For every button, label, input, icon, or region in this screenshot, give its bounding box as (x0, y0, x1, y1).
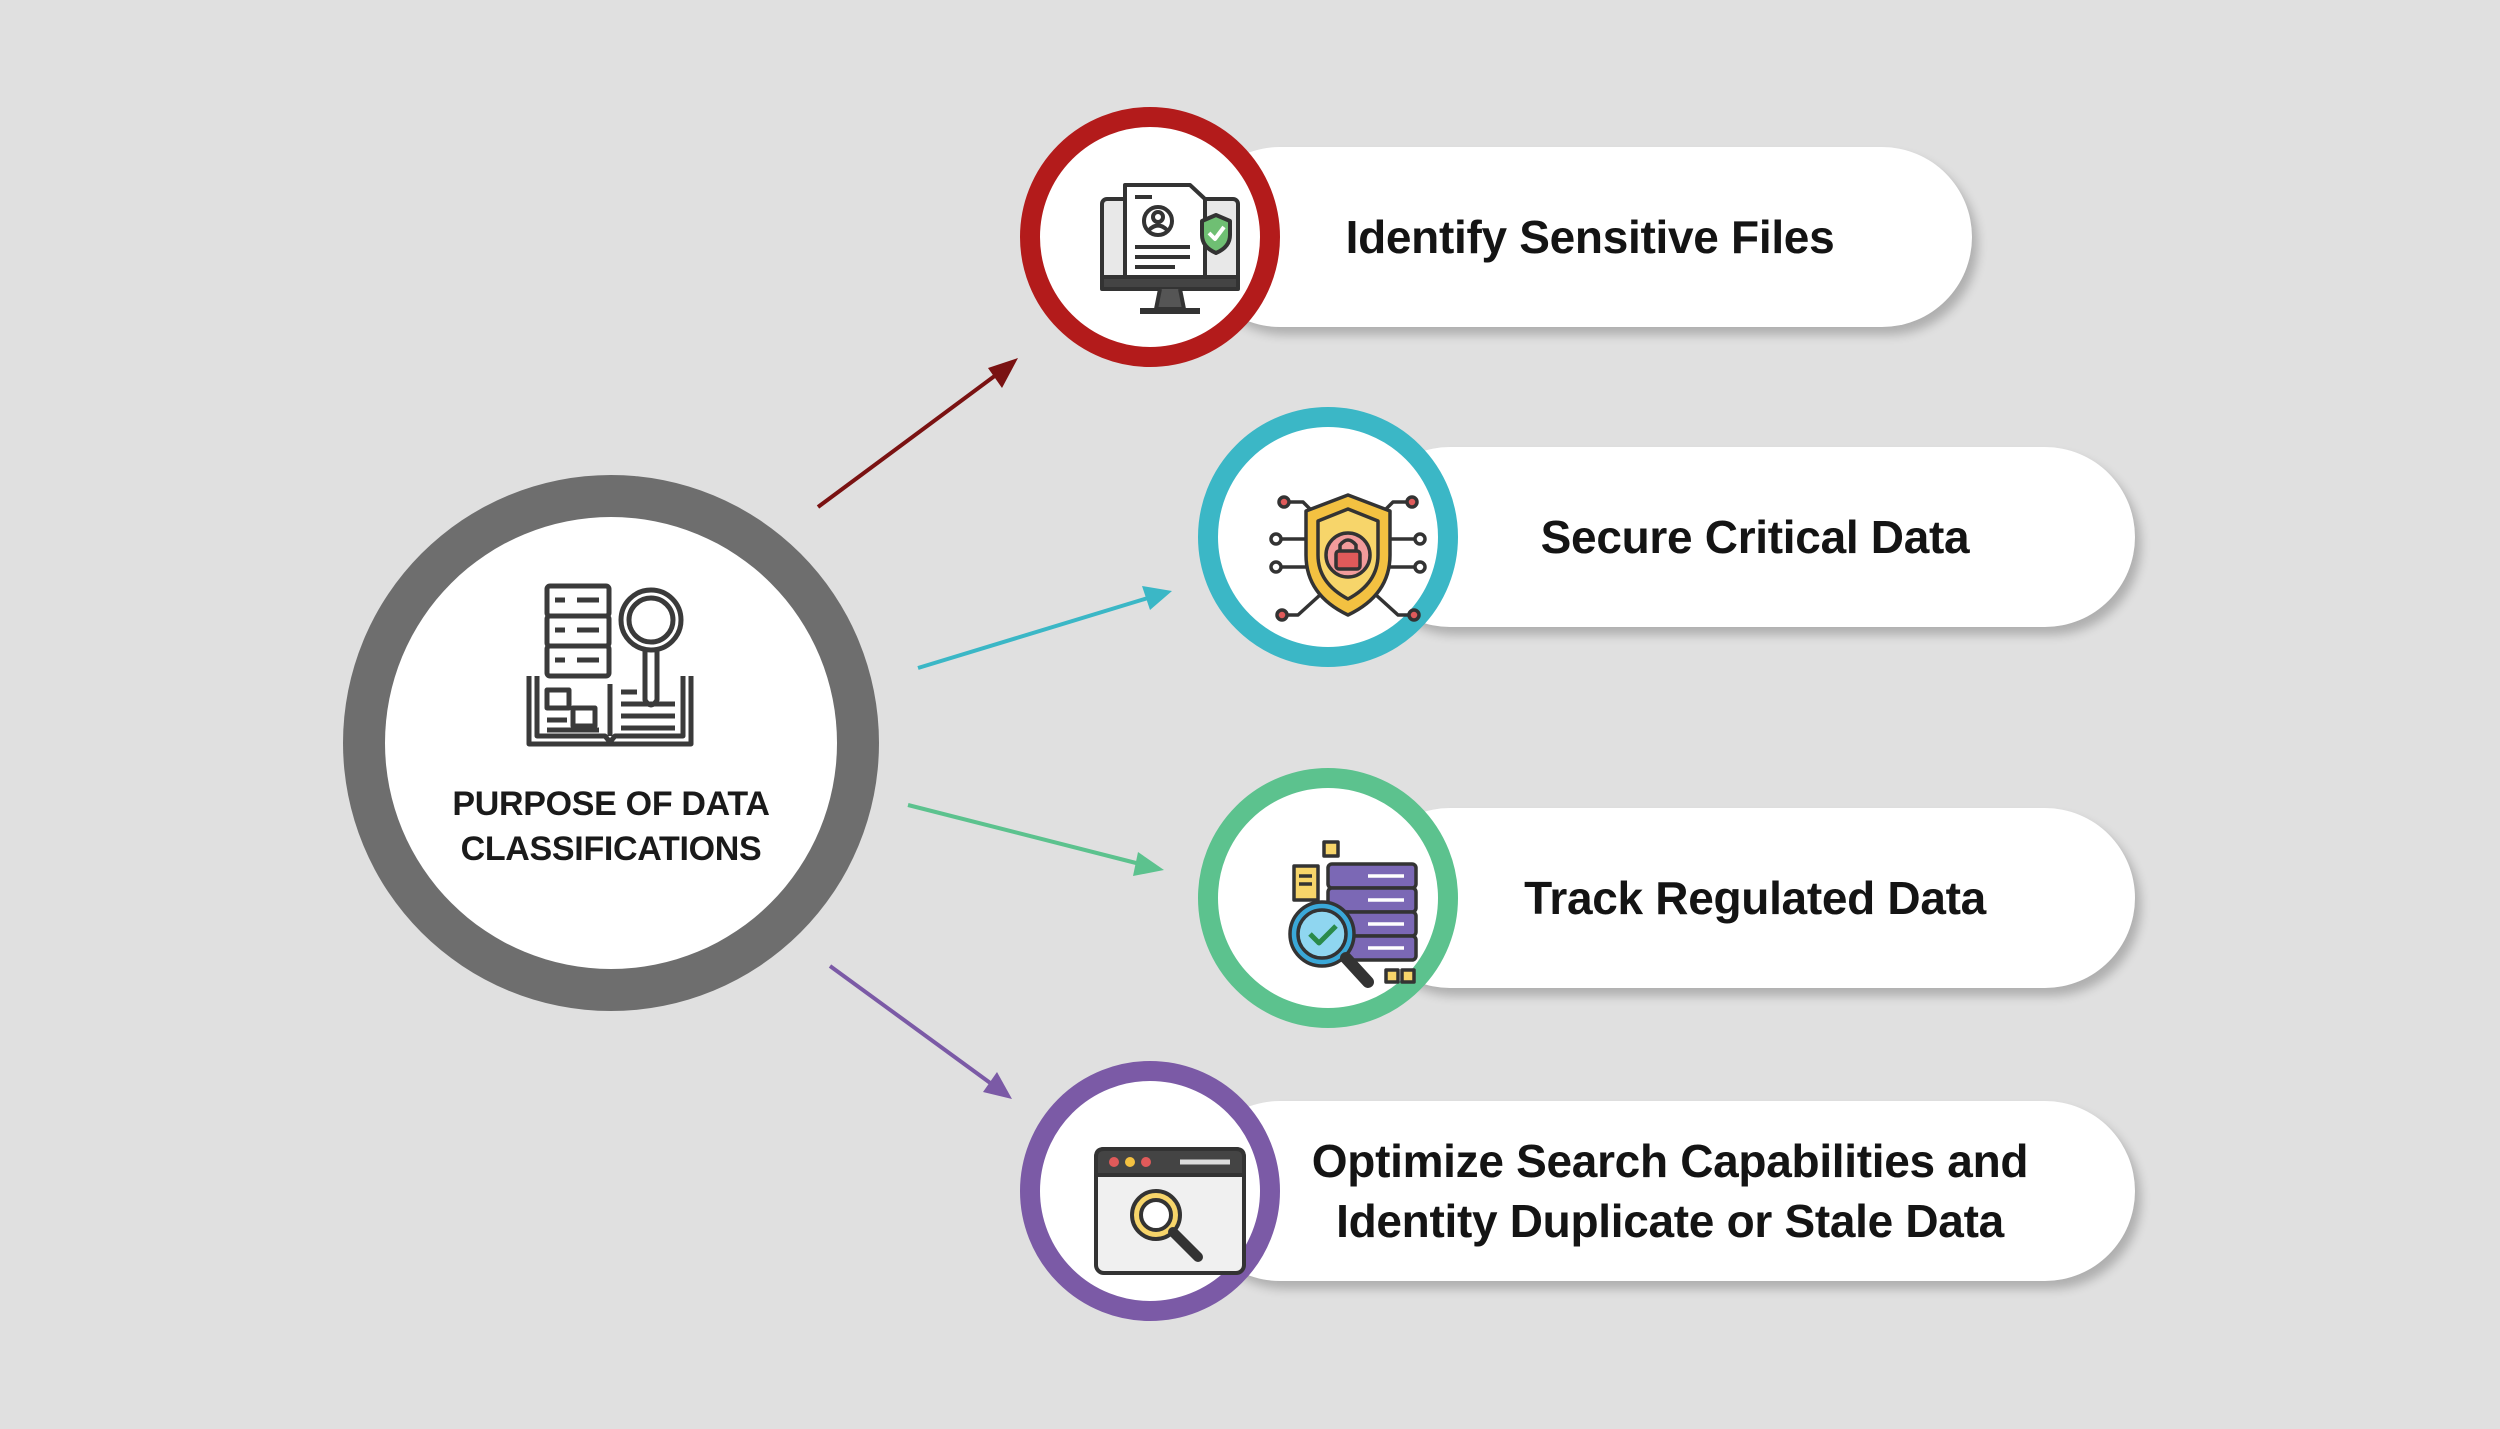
arrow-secure (917, 586, 1172, 670)
arrow-track (907, 803, 1164, 876)
ring-optimize (1020, 1061, 1280, 1321)
label-secure: Secure Critical Data (1540, 511, 1970, 563)
circuit-shield-lock-icon (1269, 493, 1427, 622)
browser-search-icon (1094, 1147, 1246, 1275)
label-identify: Identify Sensitive Files (1345, 211, 1835, 263)
ring-identify (1020, 107, 1280, 367)
ring-track (1198, 768, 1458, 1028)
server-magnifier-check-icon (1288, 840, 1418, 988)
ring-secure (1198, 407, 1458, 667)
pill-optimize (1190, 1101, 2135, 1281)
pill-secure (1360, 447, 2135, 627)
arrow-optimize (828, 964, 1012, 1099)
pill-track (1360, 808, 2135, 988)
hub-title: PURPOSE OF DATA CLASSIFICATIONS (452, 785, 770, 868)
arrow-identify (816, 358, 1018, 509)
monitor-document-shield-icon (1100, 183, 1240, 314)
label-track: Track Regulated Data (1524, 872, 1986, 924)
label-optimize: Optimize Search Capabilities and Identit… (1311, 1135, 2029, 1247)
database-book-search-icon (526, 583, 694, 747)
pill-identify (1190, 147, 1972, 327)
